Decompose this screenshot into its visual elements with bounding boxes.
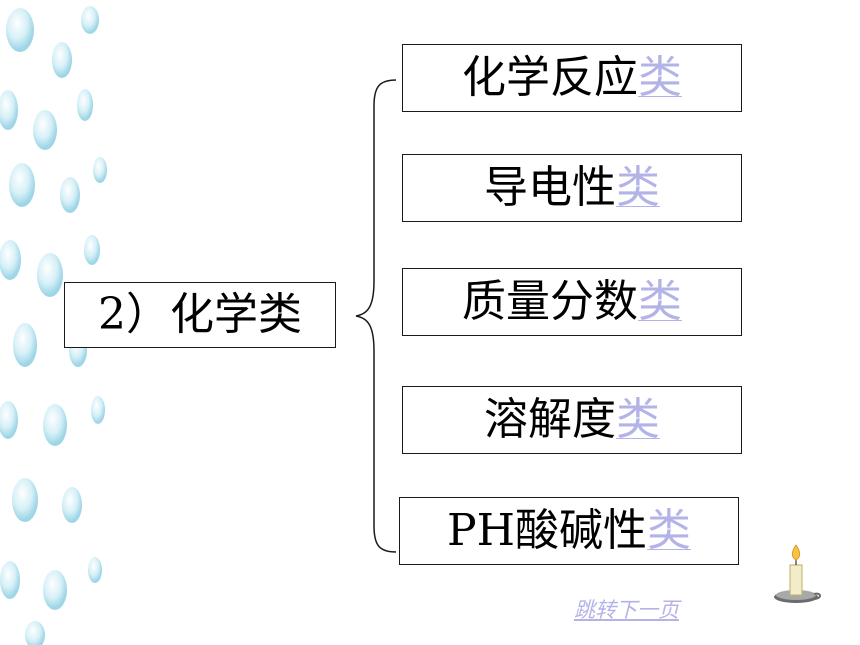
branch-label: 化学反应 — [462, 52, 638, 103]
bubble-decoration — [0, 6, 107, 645]
branch-link[interactable]: 类 — [638, 276, 682, 327]
branch-mass-fraction: 质量分数类 — [402, 268, 742, 336]
branch-chemical-reaction: 化学反应类 — [402, 44, 742, 112]
branch-conductivity: 导电性类 — [402, 154, 742, 222]
branch-ph-acidity: PH酸碱性类 — [399, 497, 739, 565]
root-node-chemistry: 2）化学类 — [64, 282, 336, 348]
branch-label: 质量分数 — [462, 276, 638, 327]
branch-link[interactable]: 类 — [638, 52, 682, 103]
branch-link[interactable]: 类 — [646, 505, 691, 556]
curly-brace — [355, 79, 397, 553]
branch-label: PH酸碱性 — [447, 505, 647, 556]
branch-solubility: 溶解度类 — [402, 386, 742, 454]
branch-link[interactable]: 类 — [616, 394, 660, 445]
candle-icon[interactable] — [770, 543, 822, 605]
branch-label: 溶解度 — [484, 394, 616, 445]
next-page-link[interactable]: 跳转下一页 — [574, 598, 679, 622]
root-node-label: 2）化学类 — [98, 289, 302, 340]
branch-link[interactable]: 类 — [616, 162, 660, 213]
branch-label: 导电性 — [484, 162, 616, 213]
